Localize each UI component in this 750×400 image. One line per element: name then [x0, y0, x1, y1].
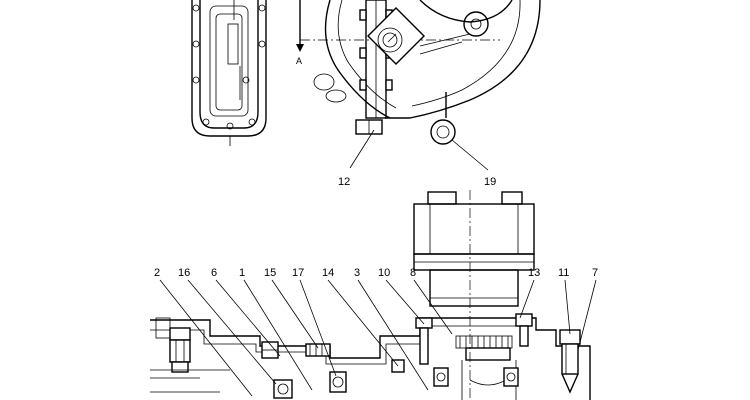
- leader-lines: [159, 129, 597, 397]
- callout-12: 12: [338, 176, 350, 188]
- callout-2: 2: [154, 267, 160, 279]
- callout-16: 16: [178, 267, 190, 279]
- section-view: [150, 190, 591, 400]
- section-marker-label: A: [296, 56, 302, 66]
- callout-3: 3: [354, 267, 360, 279]
- callout-19: 19: [484, 176, 496, 188]
- callout-labels: 12 19 2 16 6 1 15 17 14 3 10 8 13 11 7: [154, 176, 598, 279]
- section-arrow-icon: [296, 44, 304, 52]
- callout-15: 15: [264, 267, 276, 279]
- callout-7: 7: [592, 267, 598, 279]
- callout-6: 6: [211, 267, 217, 279]
- callout-11: 11: [558, 267, 569, 279]
- callout-10: 10: [378, 267, 390, 279]
- callout-17: 17: [292, 267, 304, 279]
- side-cover-view: [191, 0, 267, 146]
- housing-top-view: A: [296, 0, 541, 145]
- callout-1: 1: [239, 267, 245, 279]
- callout-13: 13: [528, 267, 540, 279]
- callout-14: 14: [322, 267, 334, 279]
- callout-8: 8: [410, 267, 416, 279]
